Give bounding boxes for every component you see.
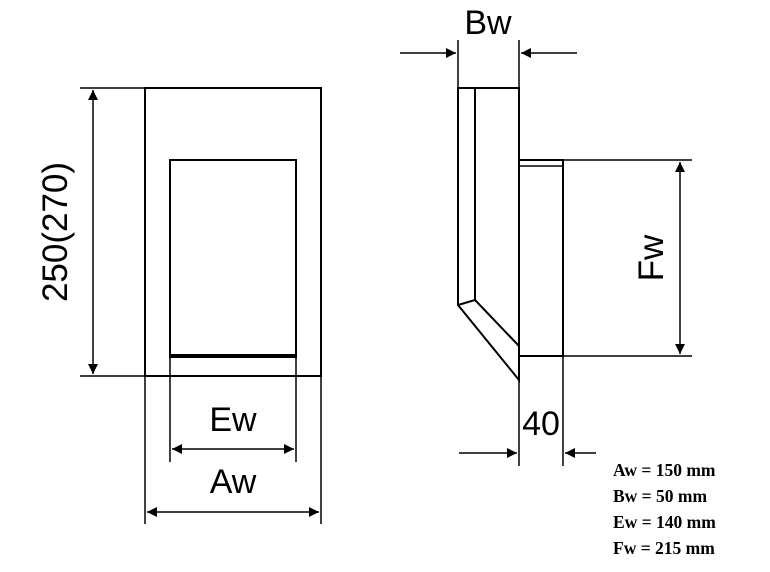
fw-dimension [563,159,692,357]
front-view [144,87,322,377]
front-light-window [169,159,297,358]
side-faceplate-bevel [457,299,476,306]
legend-item-bw: Bw = 50 mm [613,486,708,506]
height-label: 250(270) [36,162,75,302]
legend-item-aw: Aw = 150 mm [613,460,716,480]
bw-dimension [400,40,577,88]
ew-dimension [169,357,297,462]
front-outer-housing [144,87,322,377]
ew-label: Ew [209,401,257,439]
dimension-legend: Aw = 150 mm Bw = 50 mm Ew = 140 mm Fw = … [613,457,716,561]
fw-label: Fw [632,234,671,281]
offset-label: 40 [522,405,560,443]
offset-dimension [459,356,596,466]
aw-label: Aw [210,463,257,501]
legend-item-ew: Ew = 140 mm [613,512,716,532]
side-view [457,87,564,383]
side-mounting-box [518,159,564,357]
legend-item-fw: Fw = 215 mm [613,538,715,558]
height-dimension [80,87,145,377]
aw-dimension [144,376,322,524]
side-faceplate-inner-edge [474,88,520,347]
bw-label: Bw [464,4,512,42]
